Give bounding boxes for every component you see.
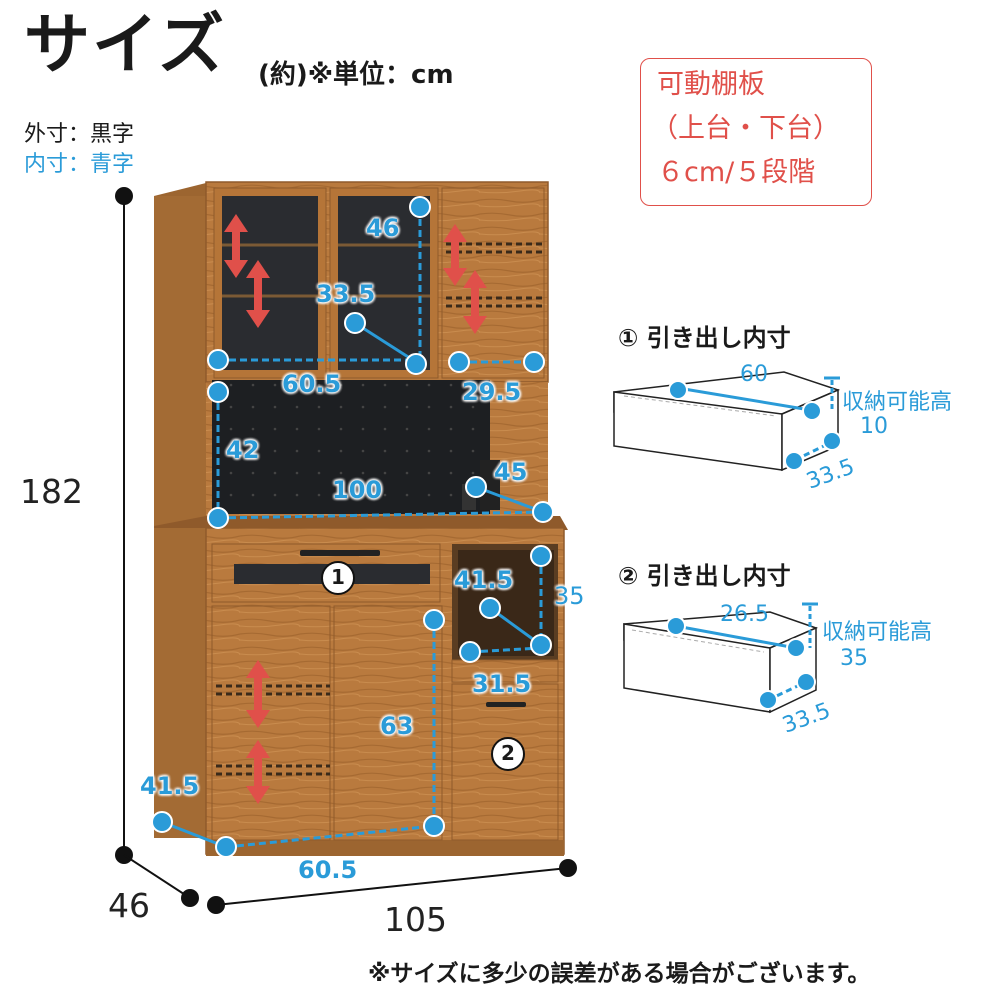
upper-left-width-label: 60.5 [282,370,342,398]
outer-height-label: 182 [20,472,83,511]
drawer2-title: ② 引き出し内寸 [618,562,791,590]
red-arrow-upper-2 [246,260,270,328]
drawer-marker-1 [321,561,355,595]
lower-cabinet [154,516,568,856]
drawer1-width-label: 60 [740,362,768,387]
movable-shelf-arrows [224,214,487,804]
outer-height-line [115,187,133,864]
notice-line-1: 可動棚板 [657,69,765,100]
open-height-label: 42 [226,436,260,464]
open-width-label: 100 [332,476,383,504]
upper-glass-depth-label: 33.5 [316,280,376,308]
unit-note: (約)※単位：cm [258,60,454,90]
drawer1-storage-label: 収納可能高 [842,390,953,415]
open-depth-label: 45 [494,458,528,486]
red-arrow-lower-1 [246,660,270,728]
drawer1-title: ① 引き出し内寸 [618,324,791,352]
niche-height-label: 35 [554,582,585,610]
page-title: サイズ [24,6,227,83]
disclaimer-note: ※サイズに多少の誤差がある場合がございます。 [368,961,871,987]
outer-depth-line [123,854,199,907]
red-arrow-upper-1 [224,214,248,278]
inner-measure-points [151,196,554,858]
red-arrow-upper-4 [463,270,487,334]
lower-depth-label: 41.5 [140,772,200,800]
drawer1-storage-height: 10 [860,414,888,439]
red-arrow-upper-3 [443,224,467,286]
drawer2-width-label: 26.5 [720,602,769,627]
legend-inner: 内寸：青字 [24,152,135,177]
drawer-marker-1-label: 1 [331,565,345,589]
drawer-marker-2 [491,737,525,771]
red-arrow-lower-2 [246,740,270,804]
lower-height-label: 63 [380,712,414,740]
drawer2-diagram [623,602,819,714]
drawer2-storage-height: 35 [840,646,868,671]
upper-right-width-label: 29.5 [462,378,522,406]
notice-line-2: （上台・下台） [651,113,840,144]
drawer2-storage-label: 収納可能高 [822,620,933,645]
niche-width-label: 31.5 [472,670,532,698]
drawer-marker-2-label: 2 [501,741,515,765]
legend-outer: 外寸：黒字 [24,122,135,147]
outer-width-label: 105 [384,900,447,939]
movable-shelf-notice: 可動棚板 （上台・下台） ６cm/５段階 [640,58,872,206]
upper-glass-height-label: 46 [366,214,400,242]
outer-width-line [207,859,577,914]
lower-width-label: 60.5 [298,856,358,884]
notice-line-3: ６cm/５段階 [657,157,816,188]
drawer1-diagram [613,371,842,472]
niche-depth-label: 41.5 [454,566,514,594]
outer-depth-label: 46 [108,886,150,925]
